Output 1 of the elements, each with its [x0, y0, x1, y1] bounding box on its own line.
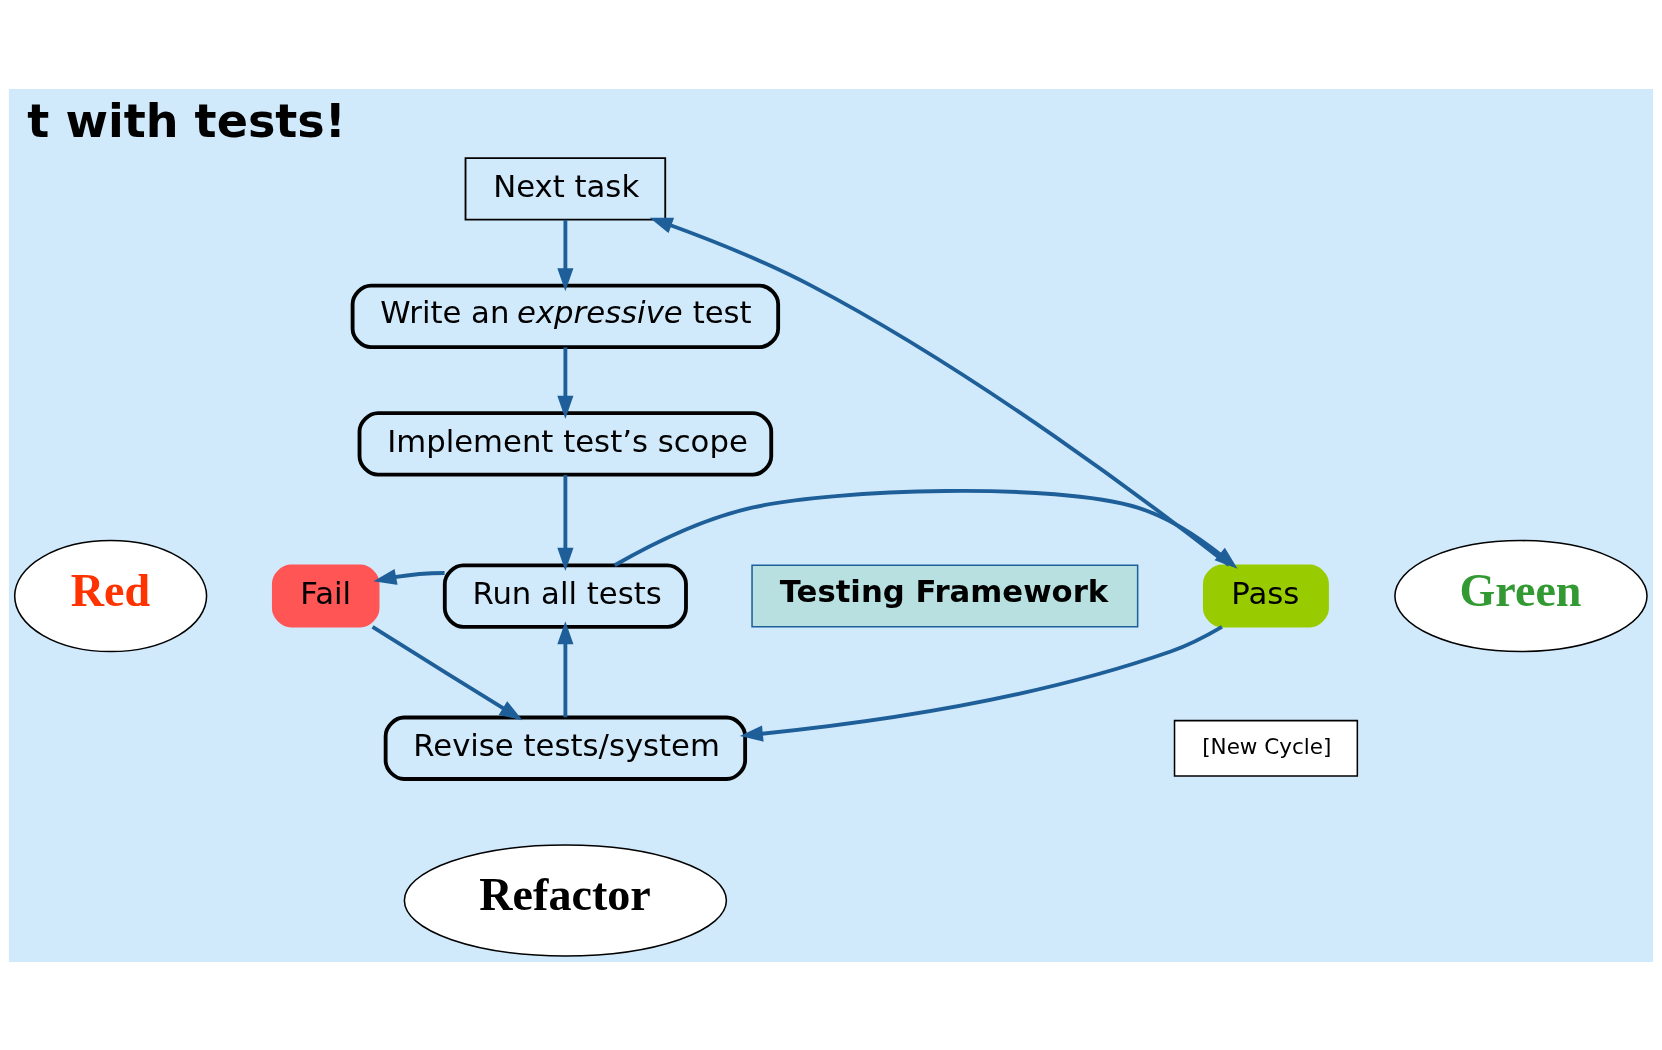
diagram-title: t with tests! [27, 93, 346, 148]
